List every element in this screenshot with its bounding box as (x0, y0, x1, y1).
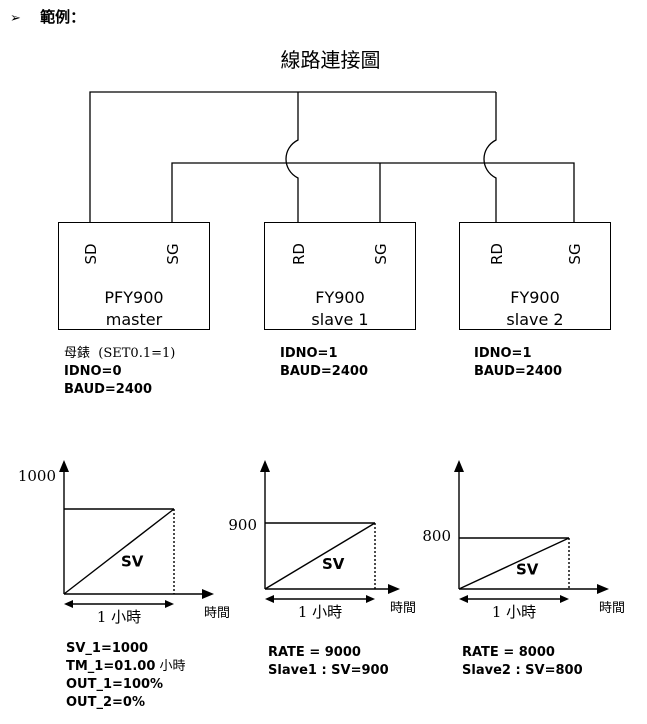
x-axis-arrow-icon (388, 584, 400, 594)
device-name: FY900 (510, 288, 560, 307)
duration-label: 1 小時 (492, 603, 536, 621)
port-rd: RD (290, 243, 308, 265)
diagram-title: 線路連接圖 (280, 48, 381, 72)
port-sg: SG (164, 243, 182, 265)
param-out2: OUT_2=0% (66, 695, 145, 710)
port-sg: SG (372, 243, 390, 265)
param-out1: OUT_1=100% (66, 677, 164, 692)
port-sg: SG (566, 243, 584, 265)
sv-label: SV (121, 553, 144, 571)
sg-bus-line (171, 162, 575, 222)
sv-label: SV (516, 561, 539, 579)
param-rate: RATE = 9000 (268, 645, 361, 660)
note-master: 母錶 (SET0.1=1) IDNO=0 BAUD=2400 (64, 345, 175, 399)
y-tick-label: 800 (422, 527, 451, 545)
note-idno: IDNO=1 (474, 346, 532, 361)
x-axis-arrow-icon (597, 584, 609, 594)
note-slave2: IDNO=1 BAUD=2400 (474, 345, 562, 381)
x-axis-arrow-icon (202, 589, 214, 599)
rd-drop-slave1 (285, 92, 299, 222)
x-axis-label: 時間 (599, 601, 625, 616)
device-name: PFY900 (104, 288, 164, 307)
sv-label: SV (322, 555, 345, 573)
example-label: 範例： (40, 8, 86, 26)
ramp-line (264, 522, 376, 590)
params-slave1: RATE = 9000 Slave1 : SV=900 (268, 644, 389, 680)
y-axis-arrow-icon (59, 460, 69, 472)
device-box-slave2: RD SG FY900 slave 2 (459, 222, 611, 330)
x-axis-label: 時間 (390, 601, 416, 616)
device-role: slave 1 (311, 310, 369, 329)
y-tick-label: 1000 (18, 467, 56, 485)
param-rate: RATE = 8000 (462, 645, 555, 660)
duration-left-arrow-icon (459, 595, 468, 603)
y-axis-arrow-icon (454, 460, 464, 472)
duration-right-arrow-icon (560, 595, 569, 603)
port-rd: RD (488, 243, 506, 265)
device-box-master: SD SG PFY900 master (58, 222, 210, 330)
param-tm-unit: 小時 (159, 659, 186, 674)
duration-label: 1 小時 (298, 603, 342, 621)
port-sd: SD (82, 243, 100, 265)
bullet-arrow-icon: ➢ (10, 11, 21, 26)
device-name: FY900 (315, 288, 365, 307)
note-slave1: IDNO=1 BAUD=2400 (280, 345, 368, 381)
note-idno: IDNO=1 (280, 346, 338, 361)
param-slave-sv: Slave2 : SV=800 (462, 663, 583, 678)
y-tick-label: 900 (228, 516, 257, 534)
device-role: master (105, 310, 163, 329)
duration-right-arrow-icon (366, 595, 375, 603)
example-header: ➢ 範例： (10, 6, 85, 27)
note-baud: BAUD=2400 (64, 382, 152, 397)
params-master: SV_1=1000 TM_1=01.00 小時 OUT_1=100% OUT_2… (66, 640, 186, 712)
note-set: (SET0.1=1) (98, 346, 176, 361)
device-role: slave 2 (506, 310, 564, 329)
sd-bus-line (89, 91, 496, 222)
duration-left-arrow-icon (265, 595, 274, 603)
y-axis-arrow-icon (260, 460, 270, 472)
x-axis-label: 時間 (204, 606, 230, 621)
ramp-line (63, 508, 175, 595)
params-slave2: RATE = 8000 Slave2 : SV=800 (462, 644, 583, 680)
param-slave-sv: Slave1 : SV=900 (268, 663, 389, 678)
note-baud: BAUD=2400 (280, 364, 368, 379)
duration-left-arrow-icon (64, 600, 73, 608)
param-sv: SV_1=1000 (66, 641, 149, 656)
note-cn: 母錶 (64, 346, 91, 361)
ramp-line (458, 537, 570, 590)
param-tm: TM_1=01.00 (66, 659, 156, 674)
note-idno: IDNO=0 (64, 364, 122, 379)
note-baud: BAUD=2400 (474, 364, 562, 379)
duration-right-arrow-icon (165, 600, 174, 608)
device-box-slave1: RD SG FY900 slave 1 (264, 222, 416, 330)
rd-drop-slave2 (483, 92, 497, 222)
duration-label: 1 小時 (97, 608, 141, 626)
